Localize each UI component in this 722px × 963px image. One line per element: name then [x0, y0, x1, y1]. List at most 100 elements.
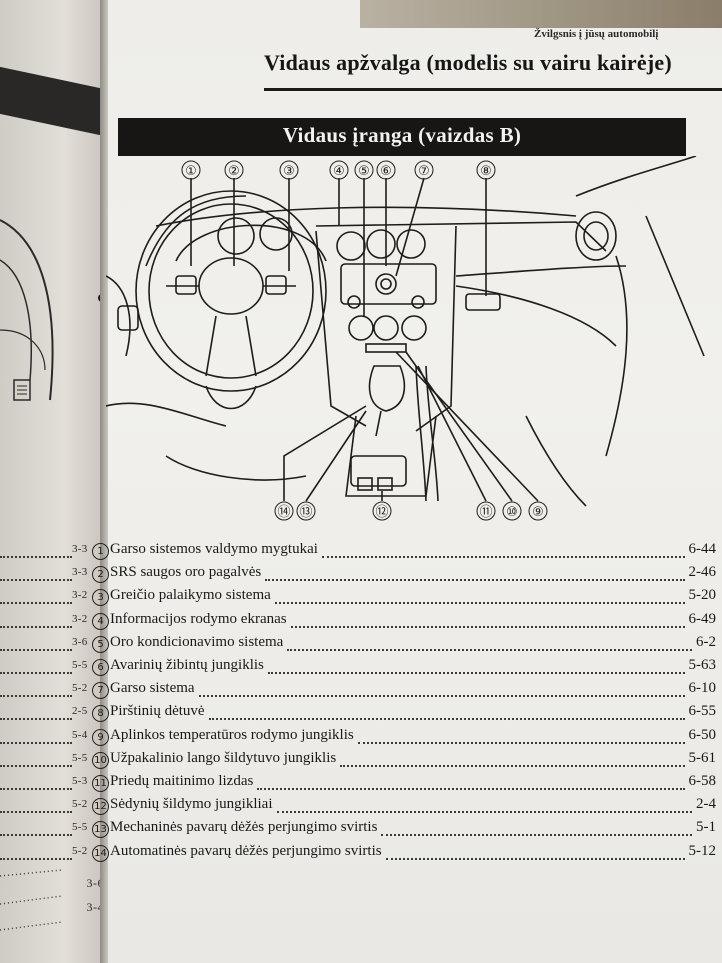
right-page — [108, 0, 722, 963]
callout-4: ④ — [333, 164, 345, 179]
item-page-ref: 5-12 — [688, 842, 717, 859]
item-number: 12 — [92, 798, 109, 816]
leader-dots — [265, 579, 685, 582]
leader-dots — [287, 648, 692, 651]
leader-dots — [199, 695, 685, 698]
item-label: Aplinkos temperatūros rodymo jungiklis — [110, 726, 354, 743]
leader-dots — [275, 602, 685, 605]
item-number: 4 — [92, 612, 109, 630]
leader-dots — [277, 811, 692, 814]
left-leader-dots — [0, 648, 72, 651]
item-page-ref: 6-55 — [688, 703, 717, 720]
left-page-ref: 2-5 — [72, 705, 88, 718]
left-leader-dots — [0, 602, 72, 605]
callout-14: ⑭ — [277, 505, 290, 520]
item-number: 13 — [92, 821, 109, 839]
item-page-ref: 5-61 — [688, 749, 717, 766]
left-page-ref: 5-4 — [72, 728, 88, 741]
item-label: Automatinės pavarų dėžės perjungimo svir… — [110, 842, 382, 859]
callout-13: ⑬ — [299, 505, 312, 520]
left-page-ref: 3-2 — [72, 612, 88, 625]
callout-3: ③ — [283, 164, 295, 179]
left-leader-dots — [0, 672, 72, 674]
item-number: 2 — [92, 566, 109, 584]
left-page-dotted-lines — [0, 869, 63, 931]
item-label: Greičio palaikymo sistema — [110, 587, 271, 604]
left-leader-dots — [0, 556, 72, 558]
left-page-ref: 5-2 — [72, 682, 88, 695]
background-edge — [360, 0, 722, 28]
item-number: 10 — [92, 751, 109, 769]
callout-6: ⑥ — [380, 164, 392, 179]
item-number: 11 — [92, 775, 109, 792]
item-page-ref: 2-4 — [696, 796, 716, 813]
section-header: Vidaus įranga (vaizdas B) — [118, 118, 686, 156]
item-label: SRS saugos oro pagalvės — [110, 564, 262, 581]
left-page-ref: 3-6 — [72, 635, 88, 648]
left-page-ref: 3-2 — [72, 589, 88, 602]
item-label: Užpakalinio lango šildytuvo jungiklis — [110, 749, 337, 766]
left-page-ref: 5-2 — [72, 798, 88, 811]
leader-dots — [322, 556, 685, 558]
left-leader-dots — [0, 764, 72, 767]
item-label: Sėdynių šildymo jungikliai — [110, 796, 273, 813]
left-ref: 3-6 — [86, 876, 104, 890]
left-ref: 3-4 — [86, 900, 104, 914]
interior-illustration: ① ② ③ ④ ⑤ ⑥ ⑦ ⑧ ⑭ ⑬ ⑫ ⑪ ⑩ ⑨ — [106, 156, 705, 521]
item-number: 3 — [92, 589, 109, 607]
item-label: Avarinių žibintų jungiklis — [110, 657, 264, 673]
left-page-ref: 5-2 — [72, 844, 88, 857]
callout-8: ⑧ — [480, 164, 492, 179]
leader-dots — [381, 834, 692, 837]
breadcrumb: Žvilgsnis į jūsų automobilį — [534, 28, 659, 40]
left-leader-dots — [0, 788, 72, 790]
leader-dots — [291, 625, 685, 628]
leader-dots — [386, 857, 685, 860]
item-page-ref: 5-20 — [688, 587, 717, 604]
left-page-ref: 3-3 — [72, 566, 88, 579]
item-page-ref: 5-63 — [688, 657, 717, 673]
leader-dots — [340, 764, 685, 767]
item-page-ref: 6-10 — [688, 680, 717, 697]
callout-1: ① — [185, 164, 197, 179]
item-number: 6 — [92, 659, 109, 676]
item-number: 7 — [92, 682, 109, 700]
item-label: Informacijos rodymo ekranas — [110, 610, 287, 627]
page-title: Vidaus apžvalga (modelis su vairu kairėj… — [264, 50, 672, 75]
leader-dots — [257, 788, 685, 790]
left-page-ref: 5-5 — [72, 751, 88, 764]
item-page-ref: 5-1 — [696, 819, 716, 836]
callout-12: ⑫ — [375, 505, 388, 520]
left-page-ref: 5-5 — [72, 821, 88, 834]
callout-7: ⑦ — [418, 164, 430, 179]
item-page-ref: 6-58 — [688, 773, 717, 789]
left-leader-dots — [0, 834, 72, 837]
left-leader-dots — [0, 625, 72, 628]
callout-11: ⑪ — [479, 505, 492, 520]
left-page-ref: 3-3 — [72, 543, 88, 555]
item-page-ref: 2-46 — [688, 564, 717, 581]
item-label: Pirštinių dėtuvė — [110, 703, 205, 720]
item-number: 1 — [92, 543, 109, 560]
item-page-ref: 6-2 — [696, 633, 716, 650]
item-label: Priedų maitinimo lizdas — [110, 773, 254, 789]
item-label: Mechaninės pavarų dėžės perjungimo svirt… — [110, 819, 378, 836]
left-page-refs: 3-6 3-4 — [0, 0, 106, 963]
item-number: 14 — [92, 844, 109, 862]
title-underline — [264, 88, 722, 91]
section-title: Vidaus įranga (vaizdas B) — [282, 123, 522, 147]
left-leader-dots — [0, 857, 72, 860]
left-leader-dots — [0, 579, 72, 582]
left-leader-dots — [0, 718, 72, 721]
item-number: 9 — [92, 728, 109, 746]
